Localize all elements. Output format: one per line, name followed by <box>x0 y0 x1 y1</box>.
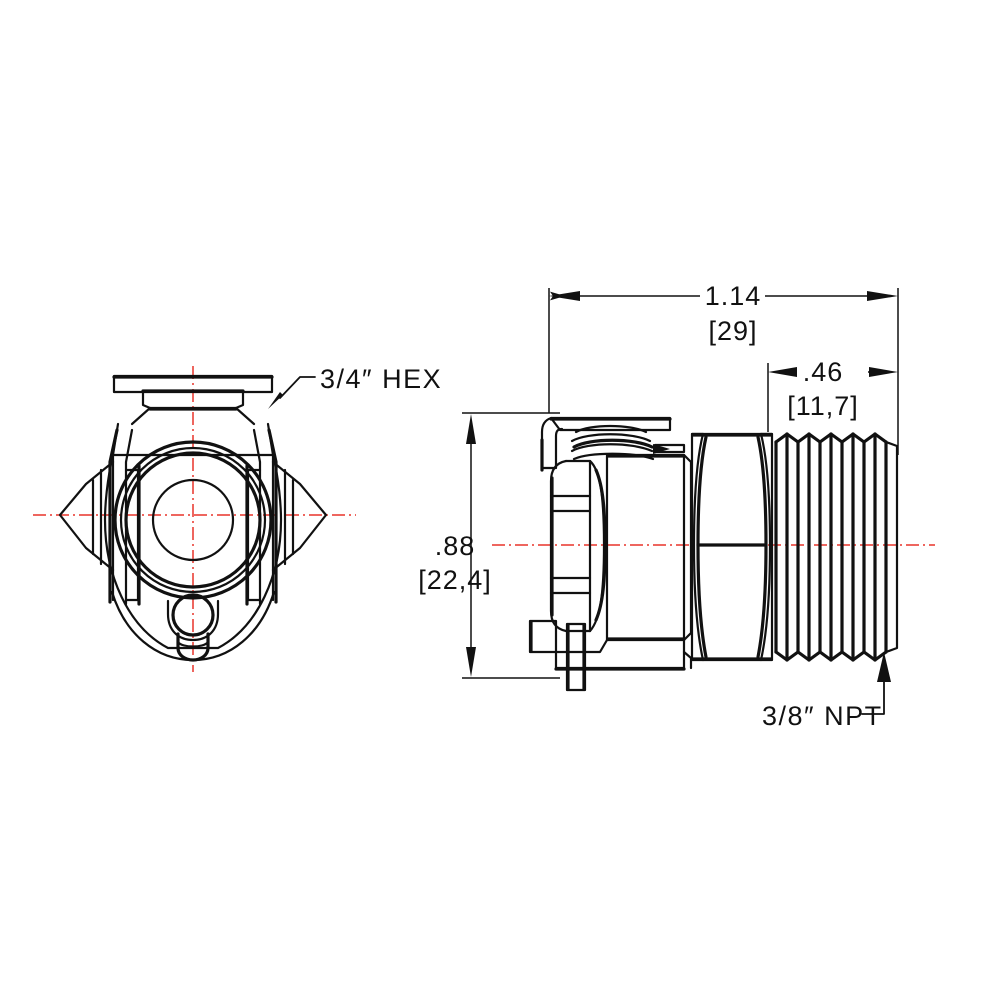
side-top-tab-marker <box>653 444 670 454</box>
side-gland-ring-3 <box>570 443 654 453</box>
side-hex-nut-left-flat <box>692 432 705 662</box>
npt-callout-label: 3/8″ NPT <box>762 701 883 731</box>
thread-length-value-inch: .46 <box>803 357 844 387</box>
thread-end-face <box>884 440 899 654</box>
overall-length-arrow-right <box>867 291 898 301</box>
front-bore-ring-outer <box>113 440 273 600</box>
front-lug-tail <box>176 632 210 662</box>
overall-length-arrow-left <box>549 291 580 301</box>
hex-callout-label: 3/4″ HEX <box>320 364 442 394</box>
thread-profile-bottom <box>774 650 888 662</box>
thread-length-value-mm: [11,7] <box>787 391 859 421</box>
front-clamp-leg-left <box>141 390 152 410</box>
npt-callout-arrowhead <box>877 652 891 682</box>
hex-callout: 3/4″ HEX <box>268 364 442 409</box>
overall-height-arrow-top <box>466 414 476 444</box>
front-rib-left-mid <box>124 428 134 606</box>
overall-length-value-inch: 1.14 <box>705 281 762 311</box>
side-hex-nut-right-flat <box>759 432 772 662</box>
front-rib-right-mid <box>252 428 262 606</box>
npt-callout: 3/8″ NPT <box>762 652 891 731</box>
side-skirt <box>554 638 686 670</box>
dimension-thread-length: .46 [11,7] <box>767 357 898 432</box>
overall-height-value-mm: [22,4] <box>418 565 492 595</box>
front-rib-left-edge <box>108 428 119 604</box>
side-npt-thread <box>774 432 899 662</box>
thread-profile-top <box>774 432 888 444</box>
dimension-overall-length: 1.14 [29] <box>548 281 899 455</box>
overall-height-arrow-bottom <box>466 647 476 677</box>
side-gland-ring-3-edge <box>572 438 654 449</box>
front-lug-tail-seam <box>176 640 210 648</box>
front-clamp-leg-right <box>234 390 245 410</box>
npt-callout-leader-line <box>861 679 885 715</box>
front-bore-hole <box>151 478 235 562</box>
side-bell-taper-edge <box>594 468 607 622</box>
overall-height-value-inch: .88 <box>435 531 476 561</box>
front-rib-right-edge <box>267 428 278 604</box>
front-body-outline <box>103 453 283 650</box>
front-lug-ring <box>171 593 215 637</box>
thread-length-arrow-right <box>869 367 898 377</box>
overall-length-value-mm: [29] <box>708 316 757 346</box>
thread-length-arrow-left <box>768 367 797 377</box>
side-view: 3/8″ NPT <box>492 416 935 731</box>
front-hex-point-left <box>58 460 115 572</box>
front-lug-body <box>166 599 220 642</box>
front-saddle-web-right <box>234 406 256 426</box>
side-clamp-hook <box>540 416 564 470</box>
hex-callout-arrowhead <box>268 392 283 409</box>
side-gland-ring-2 <box>570 433 652 443</box>
dimension-overall-height: .88 [22,4] <box>418 412 560 679</box>
front-hex-point-right <box>271 460 328 572</box>
front-saddle-web-left <box>130 406 152 426</box>
front-bore-ring-mid <box>119 446 267 594</box>
hex-callout-leader-line <box>279 376 316 399</box>
front-bore-ring-inner <box>124 451 262 589</box>
side-gland-ring-1 <box>574 424 648 434</box>
front-view: 3/4″ HEX <box>33 364 442 672</box>
side-top-tab <box>653 443 686 454</box>
side-bell-left-body <box>564 459 592 633</box>
